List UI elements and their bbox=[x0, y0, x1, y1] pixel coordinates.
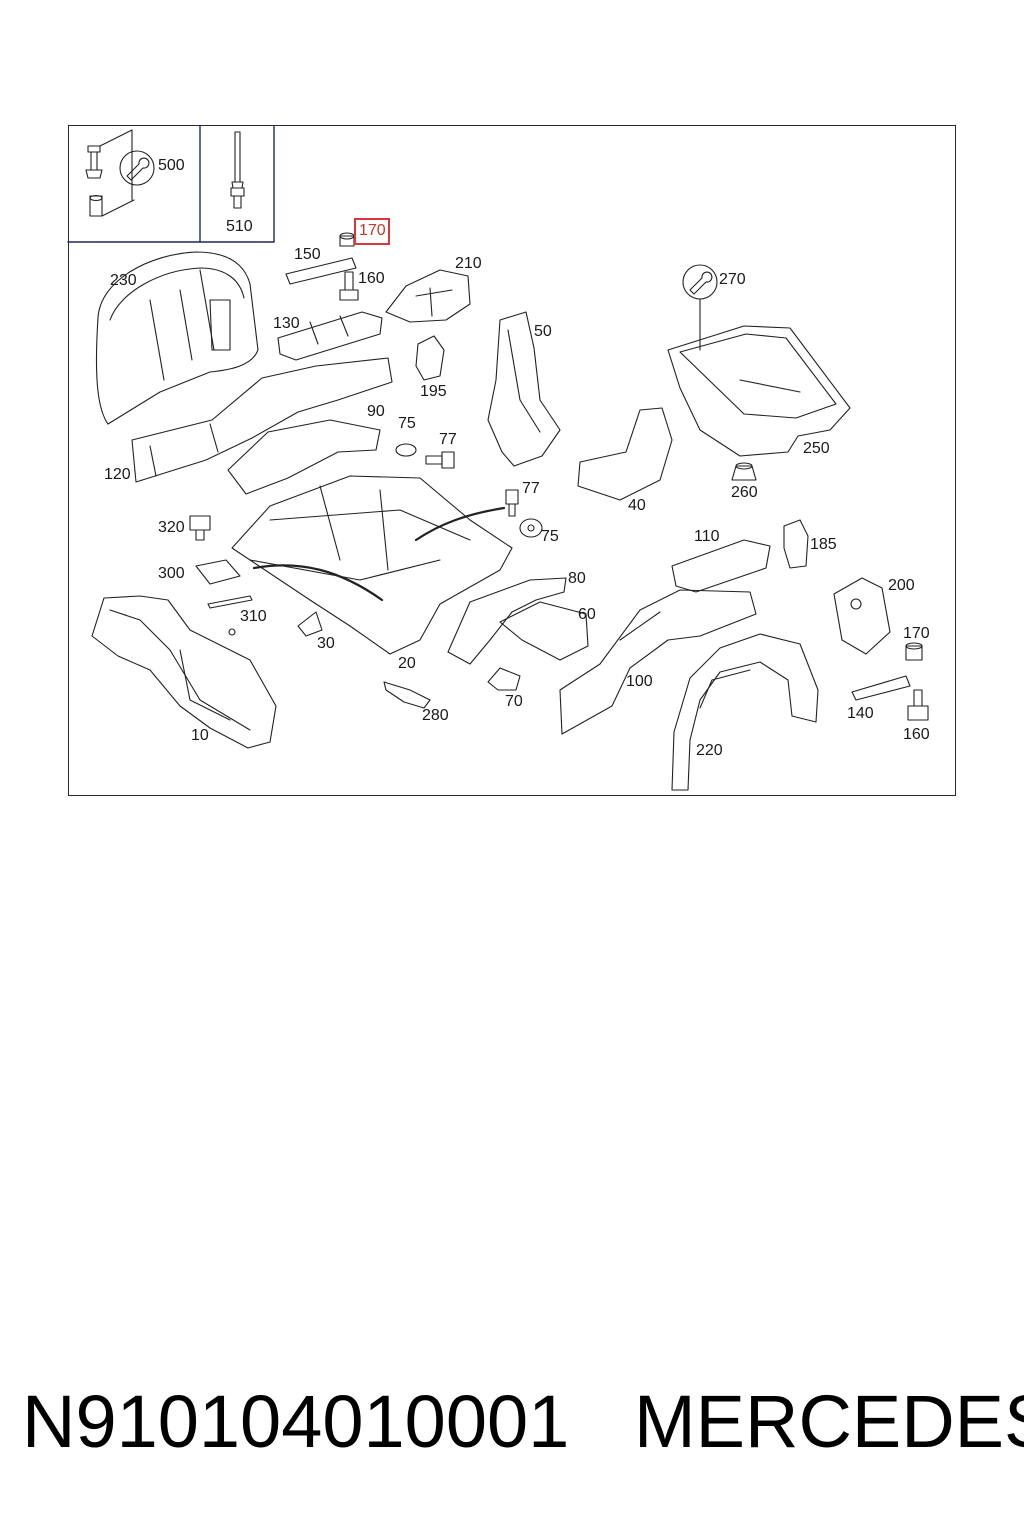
callout-195: 195 bbox=[420, 383, 447, 400]
callout-185: 185 bbox=[810, 536, 837, 553]
callout-310: 310 bbox=[240, 608, 267, 625]
callout-320: 320 bbox=[158, 519, 185, 536]
brand-name: MERCEDES bbox=[634, 1380, 1024, 1463]
callout-170-highlighted[interactable]: 170 bbox=[354, 218, 390, 245]
callout-60: 60 bbox=[578, 606, 596, 623]
callout-270: 270 bbox=[719, 271, 746, 288]
callout-250: 250 bbox=[803, 440, 830, 457]
callout-130: 130 bbox=[273, 315, 300, 332]
callout-150: 150 bbox=[294, 246, 321, 263]
callout-300: 300 bbox=[158, 565, 185, 582]
callout-220: 220 bbox=[696, 742, 723, 759]
callout-30: 30 bbox=[317, 635, 335, 652]
callout-120: 120 bbox=[104, 466, 131, 483]
callout-210: 210 bbox=[455, 255, 482, 272]
callout-280: 280 bbox=[422, 707, 449, 724]
callout-80: 80 bbox=[568, 570, 586, 587]
callout-110: 110 bbox=[694, 528, 720, 545]
callout-50: 50 bbox=[534, 323, 552, 340]
callout-230: 230 bbox=[110, 272, 137, 289]
callout-170-bottom: 170 bbox=[903, 625, 930, 642]
callout-75-top: 75 bbox=[398, 415, 416, 432]
callout-200: 200 bbox=[888, 577, 915, 594]
callout-40: 40 bbox=[628, 497, 646, 514]
callout-75-mid: 75 bbox=[541, 528, 559, 545]
callout-260: 260 bbox=[731, 484, 758, 501]
callout-510: 510 bbox=[226, 218, 253, 235]
part-number: N910104010001 bbox=[22, 1380, 570, 1463]
callout-90: 90 bbox=[367, 403, 385, 420]
callout-77-top: 77 bbox=[439, 431, 457, 448]
callout-77-mid: 77 bbox=[522, 480, 540, 497]
callout-10: 10 bbox=[191, 727, 209, 744]
callout-160-bottom: 160 bbox=[903, 726, 930, 743]
callout-160-top: 160 bbox=[358, 270, 385, 287]
callout-140: 140 bbox=[847, 705, 874, 722]
callout-20: 20 bbox=[398, 655, 416, 672]
callout-500: 500 bbox=[158, 157, 185, 174]
callout-100: 100 bbox=[626, 673, 653, 690]
footer-caption: N910104010001 MERCEDES bbox=[22, 1377, 1024, 1467]
callout-70: 70 bbox=[505, 693, 523, 710]
